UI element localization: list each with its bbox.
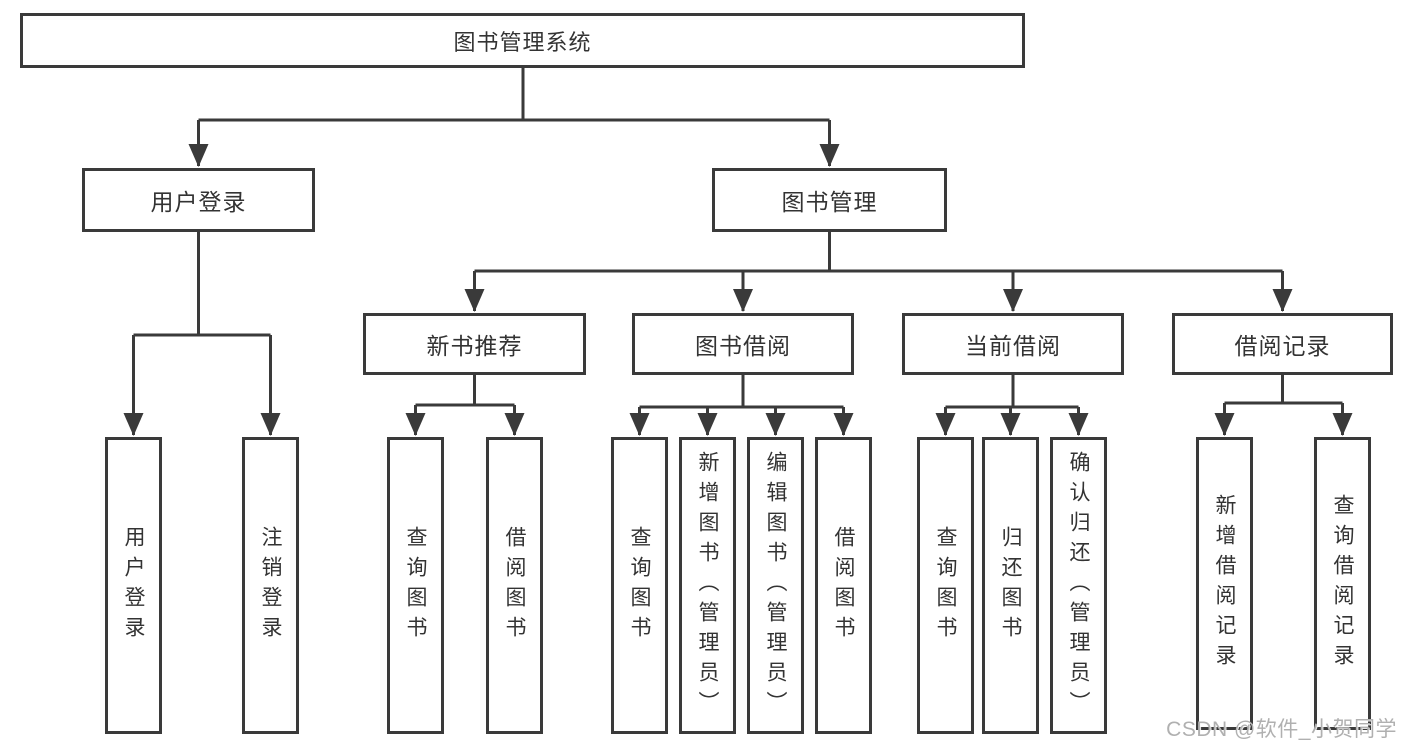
leaf-edit-books-admin: 编辑图书（管理员） xyxy=(747,437,804,734)
leaf-label: 用户登录 xyxy=(122,525,145,646)
leaf-label: 查询图书 xyxy=(934,525,957,646)
leaf-query-books-borrow: 查询图书 xyxy=(611,437,668,734)
node-label: 用户登录 xyxy=(150,189,247,215)
leaf-add-borrow-record: 新增借阅记录 xyxy=(1196,437,1253,730)
leaf-logout: 注销登录 xyxy=(242,437,299,734)
leaf-confirm-return-admin: 确认归还（管理员） xyxy=(1050,437,1107,734)
connector-root-to-level2 xyxy=(188,68,840,167)
node-user-login: 用户登录 xyxy=(82,168,315,232)
node-library-management-system: 图书管理系统 xyxy=(20,13,1025,68)
leaf-label: 借阅图书 xyxy=(832,525,855,646)
leaf-label: 借阅图书 xyxy=(503,525,526,646)
csdn-watermark: CSDN @软件_小贺同学 xyxy=(1166,718,1397,741)
node-label: 图书管理 xyxy=(781,189,878,215)
leaf-label: 查询图书 xyxy=(404,525,427,646)
leaf-borrow-books-recommend: 借阅图书 xyxy=(486,437,543,734)
node-book-management: 图书管理 xyxy=(712,168,947,232)
connector-current-borrow-children xyxy=(935,375,1089,436)
leaf-user-login: 用户登录 xyxy=(105,437,162,734)
connector-new-book-children xyxy=(405,375,525,436)
leaf-label: 查询图书 xyxy=(628,525,651,646)
leaf-query-books-recommend: 查询图书 xyxy=(387,437,444,734)
node-book-borrow: 图书借阅 xyxy=(632,313,854,375)
leaf-label: 新增图书（管理员） xyxy=(696,450,719,721)
leaf-return-books: 归还图书 xyxy=(982,437,1039,734)
node-borrow-records: 借阅记录 xyxy=(1172,313,1393,375)
node-label: 借阅记录 xyxy=(1234,333,1331,359)
node-label: 图书借阅 xyxy=(695,333,791,359)
node-label: 图书管理系统 xyxy=(453,29,592,55)
node-label: 新书推荐 xyxy=(426,333,523,359)
connector-borrow-records-children xyxy=(1214,375,1353,436)
connector-book-borrow-children xyxy=(629,375,854,436)
node-label: 当前借阅 xyxy=(965,333,1061,359)
leaf-label: 注销登录 xyxy=(259,525,282,646)
leaf-label: 新增借阅记录 xyxy=(1213,493,1236,674)
leaf-query-books-current: 查询图书 xyxy=(917,437,974,734)
connector-book-management-children xyxy=(464,232,1293,312)
leaf-add-books-admin: 新增图书（管理员） xyxy=(679,437,736,734)
leaf-label: 确认归还（管理员） xyxy=(1067,450,1090,721)
leaf-label: 归还图书 xyxy=(999,525,1022,646)
connector-user-login-children xyxy=(123,232,281,436)
node-current-borrow: 当前借阅 xyxy=(902,313,1124,375)
leaf-label: 编辑图书（管理员） xyxy=(764,450,787,721)
node-new-book-recommend: 新书推荐 xyxy=(363,313,586,375)
leaf-query-borrow-record: 查询借阅记录 xyxy=(1314,437,1371,730)
leaf-borrow-books: 借阅图书 xyxy=(815,437,872,734)
leaf-label: 查询借阅记录 xyxy=(1331,493,1354,674)
